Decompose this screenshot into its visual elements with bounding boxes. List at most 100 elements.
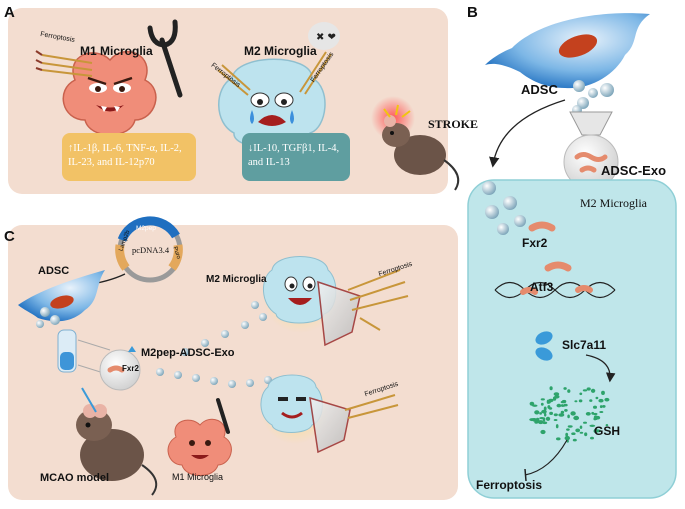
gsh-dot: [564, 409, 568, 412]
gsh-dot: [599, 405, 603, 409]
m1-ferroptosis-arrows: [35, 50, 93, 77]
m2-thought-bubble: ✖ ❤: [308, 22, 340, 50]
m2-microglia-cell: [218, 58, 326, 149]
gsh-dot: [537, 420, 544, 425]
gsh-dot: [567, 414, 570, 419]
gsh-dot: [583, 421, 587, 424]
gsh-dot: [534, 410, 540, 415]
gsh-dots: [529, 386, 610, 443]
gsh-dot: [546, 399, 550, 404]
exosome-bubbles-b: [572, 80, 614, 115]
gsh-dot: [593, 428, 599, 434]
m1-microglia-title: M1 Microglia: [80, 44, 153, 58]
gsh-dot: [540, 402, 544, 406]
gsh-dot: [564, 435, 570, 441]
m2-cytokine-box: [242, 133, 350, 181]
gsh-dot: [560, 410, 565, 414]
gsh-dot: [604, 397, 610, 402]
m1-cytokine-box: [62, 133, 196, 181]
gsh-dot: [544, 412, 547, 417]
slc7a11-label: Slc7a11: [562, 338, 607, 352]
exo-bubbles-c: [36, 307, 60, 328]
gsh-dot: [574, 416, 578, 419]
gsh-dot: [578, 399, 583, 403]
adsc-label-c: ADSC: [38, 265, 70, 277]
gsh-dot: [560, 400, 566, 404]
gsh-dot: [556, 403, 562, 408]
stroke-mouse: [382, 104, 460, 191]
gsh-dot: [558, 413, 565, 417]
m2pep-adsc-exo-label: M2pep-ADSC-Exo: [141, 347, 235, 359]
exo-zoom-funnel: [569, 111, 613, 136]
m1-cytokines-line2: IL-23, and IL-12p70: [68, 157, 155, 168]
slc7a11-to-gsh-arrow: [585, 354, 616, 383]
m1-cytokines-text: ↑IL-1β, IL-6, TNF-α, IL-2, IL-23, and IL…: [68, 142, 182, 170]
gsh-dot: [605, 424, 609, 427]
gsh-label: GSH: [594, 424, 621, 438]
gsh-dot: [560, 404, 564, 407]
gsh-dot: [539, 417, 545, 420]
gsh-dot: [553, 419, 558, 421]
mcao-mouse: [76, 404, 158, 496]
gsh-dot: [575, 428, 581, 433]
m2-cell-b: [467, 179, 677, 499]
gsh-dot: [563, 387, 567, 390]
test-tube: [57, 329, 77, 373]
gsh-dot: [598, 398, 604, 403]
m1-microglia-c: [167, 418, 232, 476]
gsh-dot: [549, 411, 553, 415]
ferroptosis-label-b: Ferroptosis: [476, 478, 543, 492]
adsc-to-microglia-arrow: [489, 99, 566, 168]
ferroptosis-arrows-bottom: [344, 394, 399, 419]
slc7a11-transporter: [535, 331, 553, 361]
gsh-dot: [584, 432, 588, 437]
gsh-dot: [542, 421, 548, 425]
m2-microglia-title: M2 Microglia: [244, 44, 317, 58]
gsh-dot: [541, 409, 547, 414]
gsh-dot: [586, 387, 591, 391]
mcao-model-label: MCAO model: [40, 472, 110, 484]
gsh-dot: [550, 398, 554, 402]
atf3-protein-2: [575, 285, 593, 293]
m2-cytokines-line2: and IL-13: [248, 157, 290, 168]
gsh-dot: [572, 438, 577, 442]
adsc-cell-c: [18, 270, 105, 322]
adsc-exo-label: ADSC-Exo: [601, 163, 667, 178]
m2-ferroptosis-arrows: [217, 51, 332, 96]
shield-bottom: [309, 396, 351, 454]
m2-microglia-label-c: M2 Microglia: [206, 274, 267, 285]
plasmid-m2pep-label: M2pep: [136, 225, 156, 232]
gsh-dot: [553, 413, 558, 417]
injection-line: [81, 387, 97, 413]
stroke-label: STROKE: [428, 117, 479, 131]
fxr2-protein-2: [544, 261, 572, 272]
gsh-dot: [585, 412, 591, 416]
gsh-dot: [582, 389, 588, 392]
gsh-dot: [570, 411, 576, 416]
m1-fork-c: [216, 398, 230, 434]
panel-c-letter: C: [4, 228, 15, 245]
gsh-dot: [567, 389, 571, 393]
m2-cytokines-line1: ↓IL-10, TGFβ1, IL-4,: [248, 143, 340, 154]
gsh-dot: [548, 407, 553, 410]
gsh-dot: [602, 405, 606, 408]
gsh-dot: [540, 398, 545, 401]
gsh-dot: [595, 396, 599, 400]
m1-fork-icon: [147, 19, 183, 98]
panel-b-letter: B: [467, 4, 478, 21]
gsh-dot: [539, 412, 542, 415]
gsh-dot: [591, 411, 595, 415]
gsh-dot: [579, 392, 583, 396]
gsh-dot: [601, 390, 605, 395]
m1-microglia-label-c: M1 Microglia: [172, 472, 224, 482]
m2-cytokines-text: ↓IL-10, TGFβ1, IL-4, and IL-13: [248, 142, 339, 170]
dna-strand: [494, 281, 616, 299]
m1-microglia-cell: [62, 50, 157, 136]
gsh-dot: [579, 431, 584, 434]
exosome-trail: [156, 288, 274, 388]
gsh-dot: [599, 411, 604, 413]
gsh-dot: [552, 396, 557, 401]
m2-microglia-label-b: M2 Microglia: [580, 196, 647, 210]
plasmid-ring: [115, 216, 183, 283]
